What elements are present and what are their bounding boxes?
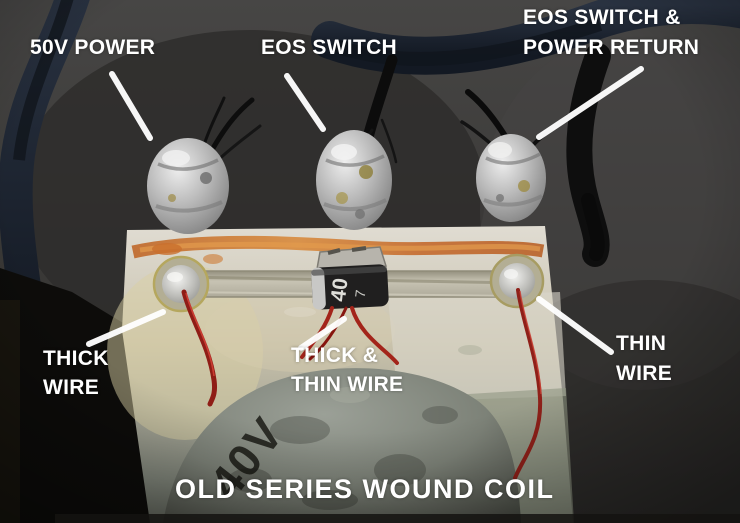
label-thick-wire: THICK WIRE bbox=[43, 347, 109, 399]
label-thin-wire: THIN WIRE bbox=[616, 332, 673, 385]
pointer-thick-thin-wire bbox=[298, 316, 347, 351]
label-eos-switch-power-return: EOS SWITCH & POWER RETURN bbox=[523, 6, 700, 59]
pointer-eos-switch-power-return bbox=[536, 66, 644, 140]
pointer-50v-power bbox=[109, 71, 153, 141]
pointer-lines bbox=[86, 66, 644, 355]
bottom-dark-strip bbox=[55, 514, 740, 523]
label-50v-power: 50V POWER bbox=[30, 36, 156, 59]
pointer-thin-wire bbox=[536, 296, 614, 355]
photo-caption: OLD SERIES WOUND COIL bbox=[175, 474, 555, 504]
label-eos-switch: EOS SWITCH bbox=[261, 36, 398, 59]
label-thick-thin-wire: THICK & THIN WIRE bbox=[291, 344, 404, 396]
pointer-eos-switch bbox=[284, 73, 326, 132]
pointer-thick-wire bbox=[86, 309, 166, 347]
